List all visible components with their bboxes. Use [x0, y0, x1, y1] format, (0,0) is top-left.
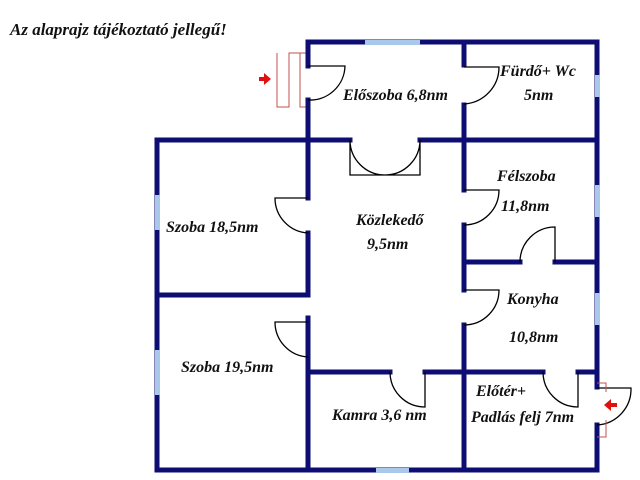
- room-label-kozlekedo-area: 9,5nm: [367, 236, 409, 253]
- room-label-kamra: Kamra 3,6 nm: [332, 407, 427, 424]
- room-label-konyha-area: 10,8nm: [509, 329, 559, 346]
- room-label-szoba-19: Szoba 19,5nm: [181, 359, 274, 376]
- room-label-konyha: Konyha: [507, 291, 559, 308]
- room-label-eloter-area: Padlás felj 7nm: [471, 409, 575, 426]
- room-label-szoba-18: Szoba 18,5nm: [166, 219, 259, 236]
- arrow-left-icon: [604, 399, 617, 411]
- windows: [155, 40, 600, 473]
- room-label-kozlekedo: Közlekedő: [356, 212, 424, 229]
- walls: [154, 39, 600, 473]
- room-label-furdo-area: 5nm: [524, 87, 554, 104]
- disclaimer-text: Az alaprajz tájékoztató jellegű!: [10, 20, 227, 39]
- room-label-felszoba: Félszoba: [497, 168, 556, 185]
- side-entrance-steps: [597, 382, 607, 438]
- entrance-steps: [276, 52, 308, 108]
- room-label-eloter: Előtér+: [476, 383, 527, 400]
- room-label-felszoba-area: 11,8nm: [501, 198, 550, 215]
- door-swings: [274, 65, 632, 426]
- room-label-furdo: Fürdő+ Wc: [500, 63, 576, 80]
- room-label-eloszoba: Előszoba 6,8nm: [343, 87, 448, 104]
- arrow-right-icon: [259, 73, 271, 85]
